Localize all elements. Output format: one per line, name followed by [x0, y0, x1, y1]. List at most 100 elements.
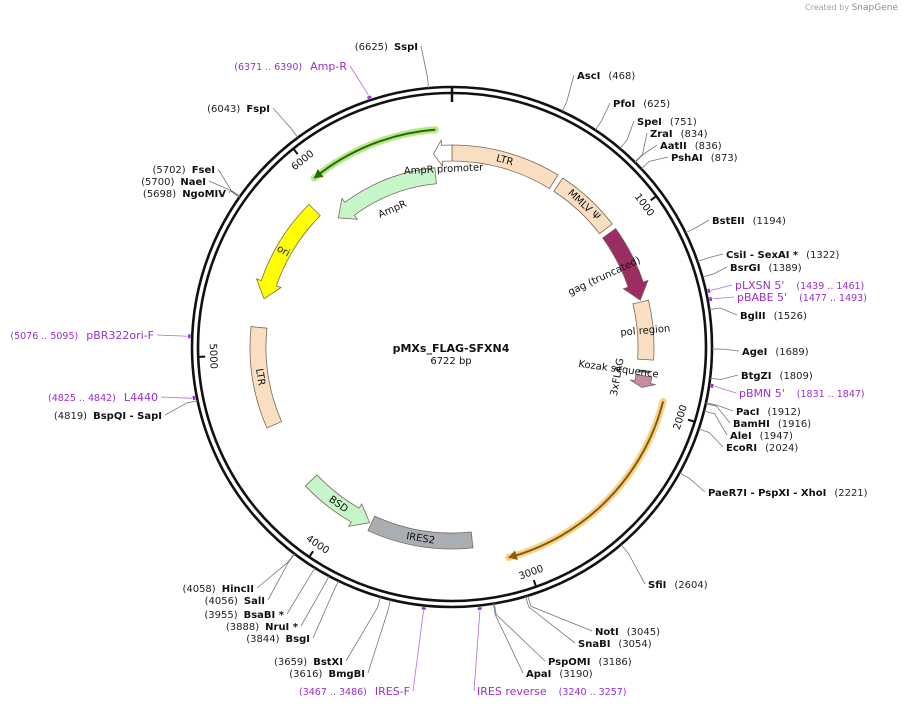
- enzyme-apai[interactable]: ApaI(3190): [492, 603, 593, 680]
- primer-label[interactable]: (4825 .. 4842)L4440: [48, 391, 158, 404]
- feature-bsd[interactable]: BSD: [304, 474, 371, 527]
- enzyme-pfoi[interactable]: PfoI(625): [595, 99, 670, 131]
- enzyme-label[interactable]: PacI(1912): [736, 407, 801, 418]
- feature-shape[interactable]: [553, 177, 613, 235]
- primer-label[interactable]: pBMN 5'(1831 .. 1847): [739, 387, 865, 400]
- primer-label[interactable]: pBABE 5'(1477 .. 1493): [737, 291, 867, 304]
- primer-pbmn-5-[interactable]: pBMN 5'(1831 .. 1847): [710, 383, 865, 400]
- primer-label[interactable]: (3467 .. 3486)IRES-F: [299, 685, 410, 698]
- enzyme-label[interactable]: AleI(1947): [730, 431, 793, 442]
- enzyme-label[interactable]: (3888)NruI *: [226, 622, 299, 633]
- enzyme-bstxi[interactable]: (3659)BstXI: [274, 596, 381, 668]
- enzyme-fsei[interactable]: (5702)FseI: [152, 165, 241, 197]
- enzyme-label[interactable]: PspOMI(3186): [548, 657, 632, 668]
- enzyme-label[interactable]: (5698)NgoMIV: [143, 189, 226, 200]
- enzyme-label[interactable]: (3844)BsgI: [246, 634, 310, 645]
- feature-shape[interactable]: [249, 326, 283, 429]
- enzyme-label[interactable]: (6625)SspI: [355, 42, 418, 53]
- enzyme-bsrgi[interactable]: BsrGI(1389): [702, 263, 802, 278]
- enzyme-label[interactable]: (3616)BmgBI: [289, 669, 365, 680]
- enzyme-label[interactable]: BglII(1526): [740, 311, 807, 322]
- enzyme-ecori[interactable]: EcoRI(2024): [698, 428, 799, 454]
- primer-ires-reverse[interactable]: IRES reverse(3240 .. 3257): [473, 607, 627, 698]
- primer-label[interactable]: IRES reverse(3240 .. 3257): [477, 685, 627, 698]
- enzyme-spei[interactable]: SpeI(751): [619, 117, 697, 149]
- enzyme-label[interactable]: NotI(3045): [595, 627, 660, 638]
- enzyme-label[interactable]: AgeI(1689): [742, 347, 809, 358]
- feature-shape[interactable]: [632, 299, 655, 361]
- enzyme-label[interactable]: SfiI(2604): [648, 580, 708, 591]
- enzyme-bsteii[interactable]: BstEII(1194): [685, 216, 786, 234]
- enzyme-label[interactable]: SnaBI(3054): [578, 639, 652, 650]
- enzyme-label[interactable]: (6043)FspI: [207, 104, 270, 115]
- enzyme-sspi[interactable]: (6625)SspI: [355, 42, 429, 89]
- feature-ampr-promoter[interactable]: AmpR promoter: [404, 138, 485, 177]
- enzyme-hincii[interactable]: (4058)HincII: [182, 553, 295, 595]
- enzyme-aatii[interactable]: AatII(836): [634, 141, 722, 163]
- enzyme-label[interactable]: PshAI(873): [671, 153, 738, 164]
- feature-shape[interactable]: [433, 138, 453, 168]
- enzyme-label[interactable]: (5700)NaeI: [141, 177, 206, 188]
- enzyme-label[interactable]: (3659)BstXI: [274, 657, 343, 668]
- enzyme-bsabi[interactable]: (3955)BsaBI *: [204, 567, 316, 621]
- enzyme-ngomiv[interactable]: (5698)NgoMIV: [143, 189, 240, 200]
- enzyme-btgzi[interactable]: BtgZI(1809): [710, 371, 813, 382]
- enzyme-label[interactable]: PaeR7I - PspXI - XhoI(2221): [708, 488, 868, 499]
- feature-shape[interactable]: [255, 203, 321, 300]
- enzyme-sali[interactable]: (4056)SalI: [205, 553, 296, 607]
- feature-shape[interactable]: [367, 515, 474, 550]
- enzyme-label[interactable]: AatII(836): [660, 141, 722, 152]
- enzyme-label[interactable]: (5702)FseI: [152, 165, 215, 176]
- feature-ires2[interactable]: IRES2: [367, 515, 474, 550]
- enzyme-bamhi[interactable]: BamHI(1916): [705, 403, 812, 430]
- enzyme-fspi[interactable]: (6043)FspI: [207, 104, 299, 138]
- primer-layer[interactable]: (6371 .. 6390)Amp-R pLXSN 5'(1439 .. 1461…: [10, 60, 867, 698]
- enzyme-bsgi[interactable]: (3844)BsgI: [246, 580, 339, 645]
- enzyme-label[interactable]: ApaI(3190): [526, 669, 593, 680]
- enzyme-nrui[interactable]: (3888)NruI *: [226, 575, 330, 633]
- enzyme-agei[interactable]: AgeI(1689): [711, 347, 809, 358]
- primer-amp-r[interactable]: (6371 .. 6390)Amp-R: [234, 60, 372, 100]
- enzyme-pshai[interactable]: PshAI(873): [641, 153, 738, 170]
- primer-pbr322ori-f[interactable]: (5076 .. 5095)pBR322ori-F: [10, 329, 191, 342]
- enzyme-label[interactable]: EcoRI(2024): [726, 443, 798, 454]
- enzyme-label[interactable]: BstEII(1194): [712, 216, 786, 227]
- primer-l4440[interactable]: (4825 .. 4842)L4440: [48, 391, 196, 404]
- primer-label[interactable]: pLXSN 5'(1439 .. 1461): [735, 279, 864, 292]
- enzyme-layer[interactable]: (6625)SspI AscI(468) PfoI(625) SpeI(751)Zra…: [54, 42, 868, 680]
- enzyme-label[interactable]: AscI(468): [577, 71, 635, 82]
- enzyme-alei[interactable]: AleI(1947): [703, 410, 793, 442]
- enzyme-zrai[interactable]: ZraI(834): [634, 129, 708, 163]
- feature-shape[interactable]: [602, 227, 649, 301]
- feature-shape[interactable]: [337, 167, 437, 220]
- enzyme-paci[interactable]: PacI(1912): [705, 402, 801, 418]
- feature-shape[interactable]: [451, 144, 559, 190]
- enzyme-bmgbi[interactable]: (3616)BmgBI: [289, 599, 392, 680]
- enzyme-pspomi[interactable]: PspOMI(3186): [493, 603, 632, 668]
- enzyme-noti[interactable]: NotI(3045): [527, 595, 660, 638]
- feature-mmlv-[interactable]: MMLV Ψ: [553, 177, 613, 235]
- feature-pol-region[interactable]: pol region: [620, 299, 671, 361]
- enzyme-label[interactable]: BtgZI(1809): [741, 371, 813, 382]
- enzyme-label[interactable]: BamHI(1916): [733, 419, 811, 430]
- enzyme-label[interactable]: (3955)BsaBI *: [204, 610, 284, 621]
- feature-3xflag[interactable]: 3xFLAG: [609, 357, 656, 397]
- primer-label[interactable]: (5076 .. 5095)pBR322ori-F: [10, 329, 154, 342]
- feature-ltr[interactable]: LTR: [249, 326, 283, 429]
- primer-pbabe-5-[interactable]: pBABE 5'(1477 .. 1493): [709, 291, 867, 304]
- enzyme-label[interactable]: PfoI(625): [613, 99, 670, 110]
- enzyme-sfii[interactable]: SfiI(2604): [620, 544, 708, 591]
- enzyme-label[interactable]: (4056)SalI: [205, 596, 265, 607]
- feature-shape[interactable]: [304, 474, 371, 527]
- feature-ori[interactable]: ori: [255, 203, 321, 300]
- feature-shape[interactable]: [629, 374, 656, 388]
- enzyme-snabi[interactable]: SnaBI(3054): [525, 596, 652, 650]
- enzyme-asci[interactable]: AscI(468): [561, 71, 635, 112]
- enzyme-paer7i[interactable]: PaeR7I - PspXI - XhoI(2221): [679, 472, 868, 499]
- primer-label[interactable]: (6371 .. 6390)Amp-R: [234, 60, 347, 73]
- enzyme-label[interactable]: (4058)HincII: [182, 584, 254, 595]
- primer-plxsn-5-[interactable]: pLXSN 5'(1439 .. 1461): [707, 279, 864, 293]
- feature-ltr[interactable]: LTR: [451, 144, 559, 190]
- enzyme-bspqi[interactable]: (4819)BspQI - SapI: [54, 400, 198, 422]
